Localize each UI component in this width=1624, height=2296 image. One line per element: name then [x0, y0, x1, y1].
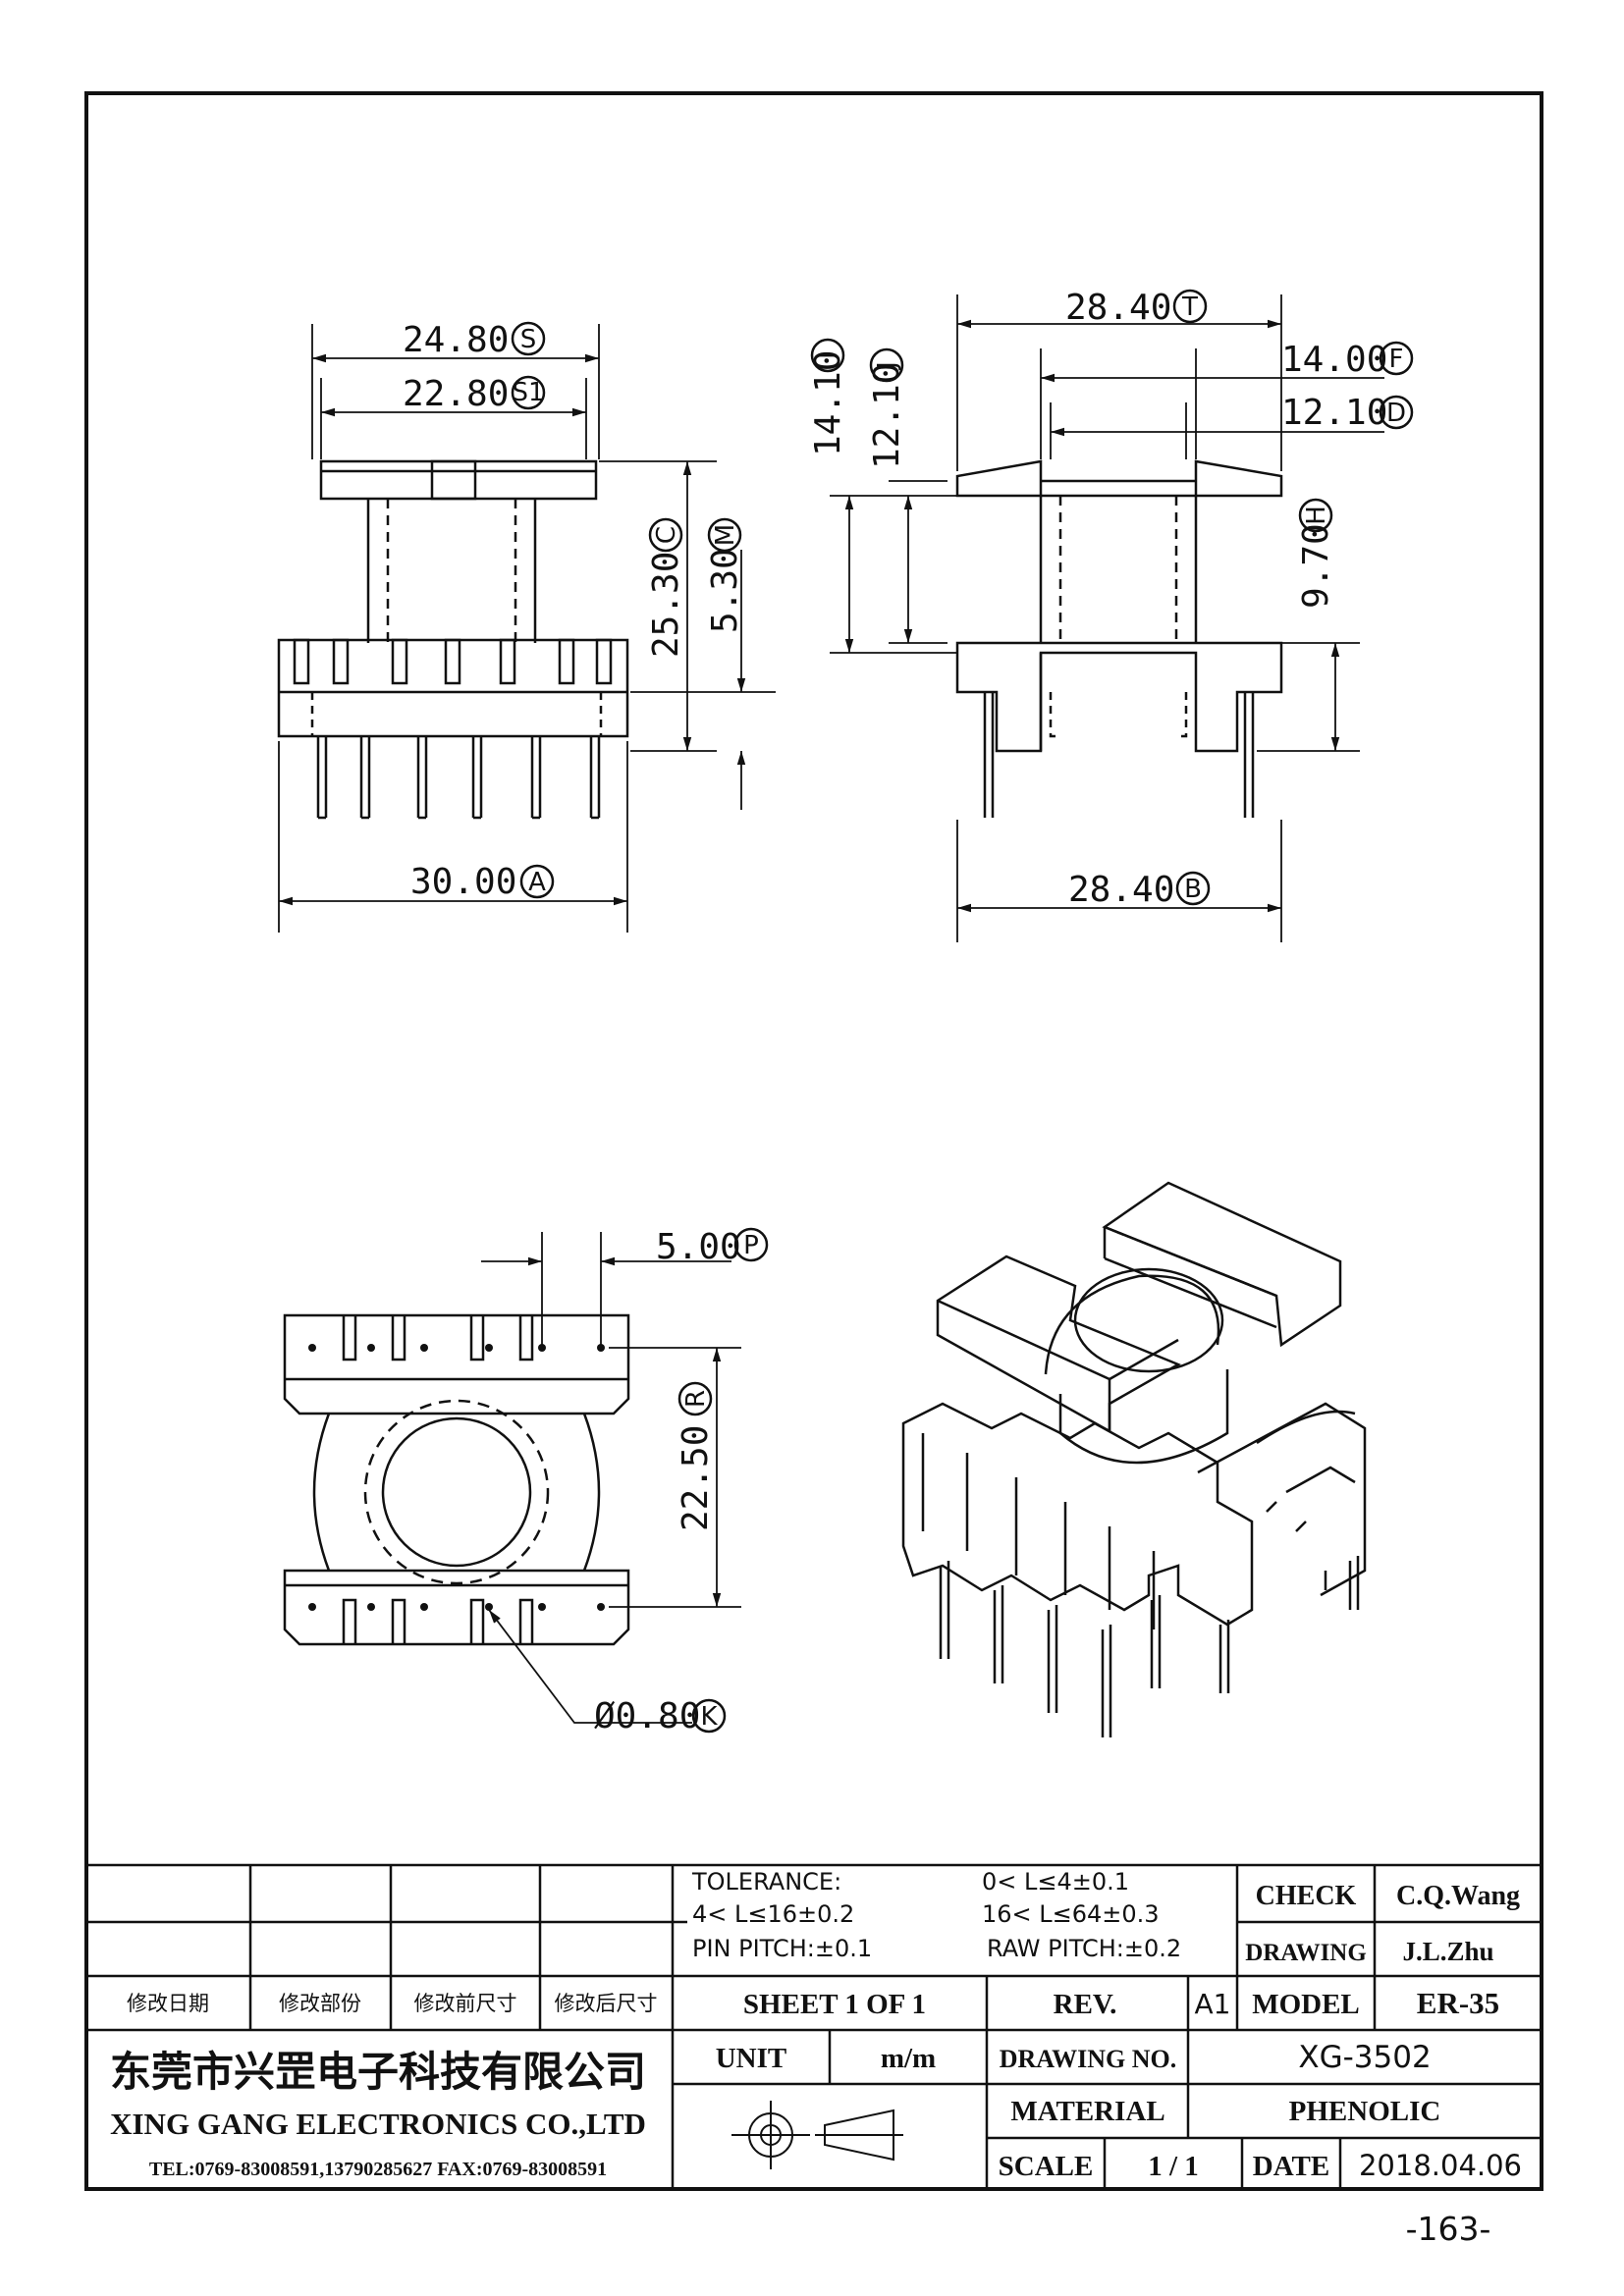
pin-pitch-tolerance: PIN PITCH:±0.1 — [692, 1935, 872, 1962]
check-value: C.Q.Wang — [1396, 1881, 1520, 1911]
company-info: 东莞市兴罡电子科技有限公司 XING GANG ELECTRONICS CO.,… — [110, 2050, 646, 2180]
sheet-info: SHEET 1 OF 1 — [743, 1989, 926, 2020]
tolerance-rule-1: 0< L≤4±0.1 — [982, 1868, 1129, 1896]
rev-header-before: 修改前尺寸 — [414, 1992, 517, 2015]
drawing-label: DRAWING — [1245, 1940, 1367, 1966]
tag-r: R — [681, 1390, 711, 1408]
tolerance-label: TOLERANCE: — [691, 1868, 841, 1896]
dim-p-value: 5.00 — [656, 1227, 741, 1267]
tag-s1: S1 — [512, 378, 544, 407]
dim-j-value: 12.10 — [867, 363, 907, 469]
title-block-grid — [86, 1863, 1542, 2189]
page-number: -163- — [1406, 2210, 1491, 2248]
model-value: ER-35 — [1417, 1986, 1499, 2020]
tag-t: T — [1181, 293, 1198, 322]
company-contact: TEL:0769-83008591,13790285627 FAX:0769-8… — [149, 2159, 607, 2180]
date-value: 2018.04.06 — [1359, 2149, 1522, 2182]
tag-s: S — [520, 325, 537, 354]
dim-h-value: 9.70 — [1296, 523, 1336, 609]
tag-m: M — [711, 524, 740, 546]
tag-f: F — [1389, 345, 1404, 374]
check-label: CHECK — [1256, 1881, 1357, 1911]
scale-value: 1 / 1 — [1148, 2151, 1199, 2182]
dim-k-value: Ø0.80 — [594, 1696, 700, 1736]
dimension-tags — [511, 289, 1414, 1734]
dim-f-value: 14.00 — [1281, 340, 1387, 380]
rev-value: A1 — [1195, 1988, 1231, 2020]
title-block-labels: CHECK C.Q.Wang DRAWING J.L.Zhu SHEET 1 O… — [716, 1881, 1522, 2182]
drawing-no-value: XG-3502 — [1298, 2040, 1431, 2075]
dim-m-value: 5.30 — [705, 548, 745, 633]
dim-t-value: 28.40 — [1065, 288, 1171, 328]
unit-value: m/m — [881, 2043, 936, 2074]
tag-i: I — [814, 351, 843, 359]
unit-label: UNIT — [716, 2043, 787, 2074]
rev-label: REV. — [1054, 1989, 1117, 2020]
dimension-tag-letters: S S1 T F D A B P K C M I J H R — [512, 293, 1406, 1732]
tolerance-block: TOLERANCE: 0< L≤4±0.1 4< L≤16±0.2 16< L≤… — [691, 1868, 1181, 1962]
raw-pitch-tolerance: RAW PITCH:±0.2 — [987, 1935, 1181, 1962]
revision-headers: 修改日期 修改部份 修改前尺寸 修改后尺寸 — [127, 1992, 658, 2015]
dim-i-value: 14.10 — [808, 350, 848, 456]
front-view — [277, 324, 776, 933]
tolerance-rule-2: 4< L≤16±0.2 — [692, 1900, 854, 1928]
isometric-view — [901, 1181, 1367, 1737]
tag-d: D — [1386, 399, 1406, 428]
projection-symbol-icon — [731, 2101, 903, 2169]
tag-j: J — [873, 361, 902, 371]
tag-h: H — [1302, 506, 1331, 525]
tag-c: C — [652, 526, 681, 544]
tag-p: P — [743, 1231, 759, 1260]
drawing-frame — [84, 91, 1543, 2191]
rev-header-date: 修改日期 — [127, 1992, 209, 2015]
date-label: DATE — [1253, 2151, 1329, 2182]
company-name-cn: 东莞市兴罡电子科技有限公司 — [110, 2050, 646, 2096]
rev-header-after: 修改后尺寸 — [555, 1992, 658, 2015]
dimension-labels: 24.80 22.80 28.40 14.00 12.10 30.00 28.4… — [403, 288, 1387, 1736]
dim-r-value: 22.50 — [676, 1425, 716, 1531]
drawing-value: J.L.Zhu — [1402, 1937, 1493, 1966]
rev-header-part: 修改部份 — [279, 1992, 361, 2015]
dim-a-value: 30.00 — [410, 862, 516, 902]
tag-k: K — [700, 1702, 718, 1732]
dim-c-value: 25.30 — [646, 552, 686, 658]
dim-d-value: 12.10 — [1281, 393, 1387, 433]
material-value: PHENOLIC — [1289, 2096, 1441, 2127]
bottom-view — [283, 1232, 741, 1724]
dim-s-value: 24.80 — [403, 320, 509, 360]
side-view — [830, 294, 1384, 942]
tag-a: A — [528, 868, 546, 897]
tag-b: B — [1184, 875, 1202, 904]
dim-b-value: 28.40 — [1068, 870, 1174, 910]
scale-label: SCALE — [999, 2151, 1094, 2182]
dim-s1-value: 22.80 — [403, 374, 509, 414]
model-label: MODEL — [1252, 1989, 1360, 2020]
material-label: MATERIAL — [1010, 2096, 1164, 2127]
drawing-no-label: DRAWING NO. — [1000, 2045, 1177, 2073]
company-name-en: XING GANG ELECTRONICS CO.,LTD — [110, 2107, 646, 2141]
tolerance-rule-3: 16< L≤64±0.3 — [982, 1900, 1160, 1928]
